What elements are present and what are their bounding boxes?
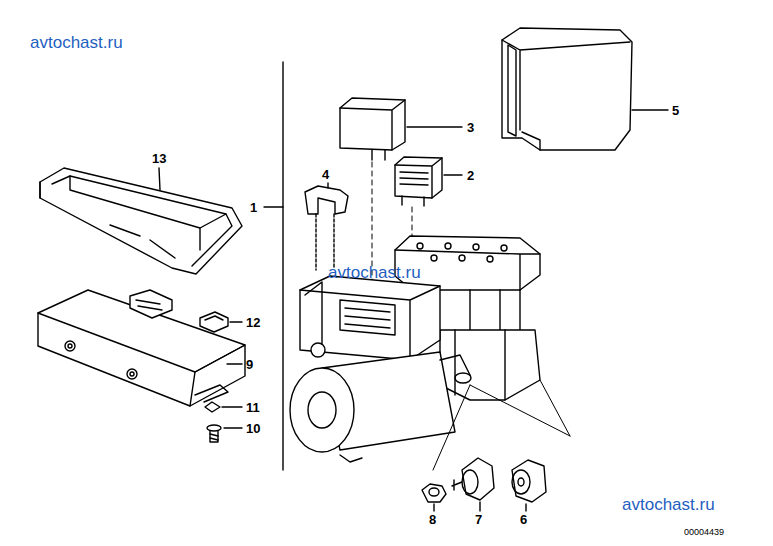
watermark: avtochast.ru [30,34,123,51]
callout-number: 3 [467,121,474,134]
callout-number: 1 [250,201,257,214]
callout-number: 7 [475,513,482,526]
callout-number: 11 [246,401,260,414]
callout-number: 10 [246,422,260,435]
callout-number: 6 [520,513,527,526]
watermark: avtochast.ru [622,496,715,513]
drawing-number: 00004439 [684,528,724,537]
callout-number: 13 [152,152,166,165]
callout-number: 4 [322,168,329,181]
callout-number: 8 [429,513,436,526]
callout-number: 2 [467,169,474,182]
callout-number: 5 [672,104,679,117]
callout-number: 9 [246,358,253,371]
watermark: avtochast.ru [328,264,421,281]
callout-number: 12 [246,316,260,329]
